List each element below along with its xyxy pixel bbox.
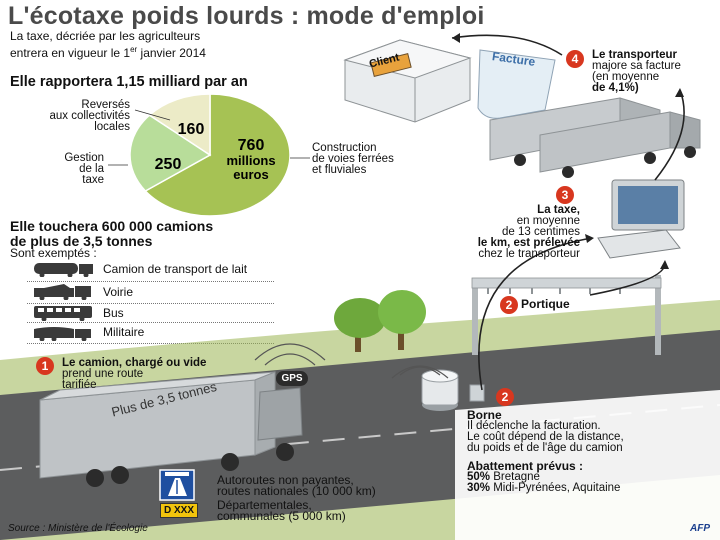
revenue-heading: Elle rapportera 1,15 milliard par an [10,74,248,90]
step-badge-2-borne: 2 [496,388,514,406]
road-legend-departmental: Départementales, communales (5 000 km) [217,498,346,523]
pie-slices [129,93,291,217]
revenue-pie-chart: 160 250 760 millions euros [108,93,310,217]
slice-label-250: 250 [155,156,182,173]
leader-line-reverses [134,109,171,121]
borne-text: Borne Il déclenche la facturation. Le co… [467,408,624,454]
pie-slice-250 [129,114,212,192]
step-4-text: Le transporteur majore sa facture (en mo… [592,49,681,94]
step-badge-2-portique: 2 [500,296,518,314]
abattement-block: Abattement prévus : 50% Bretagne 30% Mid… [467,460,717,494]
military-truck-icon [34,325,96,346]
exempt-heading: Sont exemptés : [10,246,97,260]
arrow-head [585,234,594,243]
annotation-construction: Construction de voies ferrées et fluvial… [312,142,394,176]
departmental-road-sign: D XXX [160,503,198,518]
exempt-row-divider [27,303,274,304]
client-building-icon [343,39,472,123]
source-note: Source : Ministère de l'Écologie [8,523,148,534]
arrow-to-transporter [654,89,685,181]
arrow-head [452,33,460,43]
step-badge-1: 1 [36,357,54,375]
arrow-borne-to-computer [478,237,593,391]
step-1-text: Le camion, chargé ou vide prend une rout… [62,357,207,391]
arrow-head [675,88,684,97]
exempt-row-divider [27,322,274,323]
invoice-paper-icon [477,49,556,119]
exempt-row-divider [27,343,274,344]
pie-slice-760 [144,93,291,217]
slice-label-160: 160 [178,121,205,138]
gantry-portique [471,275,662,355]
gps-signal-waves [254,343,326,366]
annotation-reverses: Reversés aux collectivités locales [49,99,130,133]
abattement-item: 50% Bretagne [467,471,540,483]
afp-credit-logo: AFP [690,523,710,534]
bus-icon [34,305,96,326]
step-3-text: La taxe, en moyenne de 13 centimes le km… [477,204,580,260]
road-works-truck-icon [34,284,96,305]
intro-text: La taxe, décriée par les agriculteurs en… [10,30,310,60]
pie-slice-160 [148,93,211,157]
borne-box [469,384,485,402]
slice-label-euros: euros [233,167,268,182]
trucks-heading: Elle touchera 600 000 camions de plus de… [10,218,214,249]
road-legend-motorway: Autoroutes non payantes, routes national… [217,473,376,498]
milk-truck-icon [34,261,96,282]
page-title: L'écotaxe poids lourds : mode d'emploi [8,2,485,30]
portique-label: Portique [521,297,570,311]
borne-icon [391,365,459,411]
computer-icon [597,179,685,259]
slice-label-760: 760 [238,137,265,154]
text-panel [455,390,720,540]
exempt-row-divider [27,281,274,282]
slice-label-millions: millions [226,153,275,168]
step-badge-3: 3 [556,186,574,204]
arrow-to-client [451,34,563,56]
motorway-sign-icon [159,469,195,501]
arrow-head [660,260,669,269]
exempt-item-label: Camion de transport de lait [103,262,248,276]
step-badge-4: 4 [566,50,584,68]
abattement-item: 30% Midi-Pyrénées, Aquitaine [467,482,621,494]
gps-badge: GPS [276,371,308,386]
exempt-item-label: Bus [103,306,124,320]
tree-icon [334,290,426,352]
delivery-trucks [489,97,701,178]
intro-line-1: La taxe, décriée par les agriculteurs [10,29,201,43]
annotation-gestion: Gestion de la taxe [64,152,104,186]
exempt-item-label: Militaire [103,325,145,339]
exempt-item-label: Voirie [103,285,134,299]
big-truck [39,371,303,487]
intro-line-2: entrera en vigueur le 1er janvier 2014 [10,45,206,60]
